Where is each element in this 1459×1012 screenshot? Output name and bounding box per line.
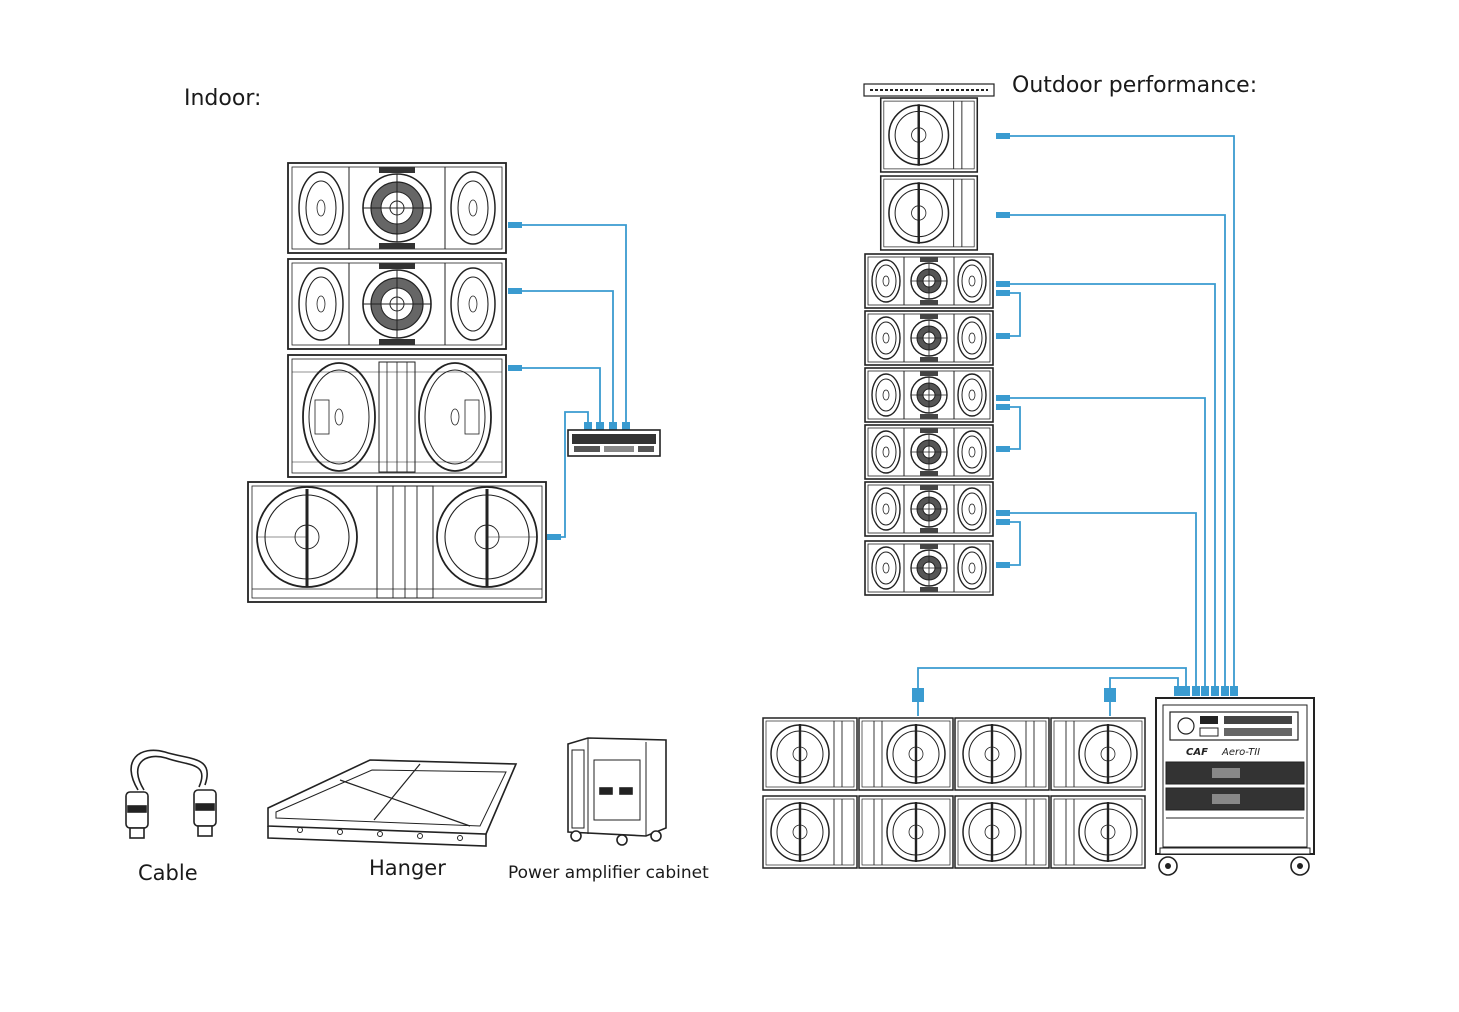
rack-icon: CAF Aero-TII bbox=[1155, 697, 1315, 876]
flight-case-icon bbox=[567, 737, 667, 846]
speaker-icon bbox=[864, 367, 994, 423]
speaker-icon bbox=[287, 258, 507, 350]
link-jumpers bbox=[1010, 292, 1021, 566]
subwoofer-icon bbox=[858, 794, 954, 870]
cable-icon bbox=[125, 749, 217, 839]
hanger-label: Hanger bbox=[369, 856, 446, 880]
cable-label: Cable bbox=[138, 861, 198, 885]
speaker-icon bbox=[864, 424, 994, 480]
amplifier-icon bbox=[567, 429, 661, 457]
indoor-label: Indoor: bbox=[184, 86, 262, 111]
subwoofer-icon bbox=[247, 481, 547, 603]
subwoofer-icon bbox=[1050, 716, 1146, 792]
cabinet-label: Power amplifier cabinet bbox=[508, 863, 709, 883]
speaker-icon bbox=[864, 253, 994, 309]
subwoofer-icon bbox=[954, 716, 1050, 792]
ground-subs bbox=[762, 716, 1146, 870]
indoor-connectors bbox=[508, 222, 561, 540]
rack-model: Aero-TII bbox=[1221, 747, 1260, 758]
outdoor-tower bbox=[863, 83, 995, 596]
rack-brand: CAF bbox=[1186, 747, 1208, 758]
indoor-plug-heads bbox=[584, 422, 630, 430]
subwoofer-icon bbox=[858, 716, 954, 792]
indoor-cables bbox=[522, 224, 627, 538]
subwoofer-icon bbox=[1050, 794, 1146, 870]
indoor-stack bbox=[247, 162, 547, 603]
outdoor-cables bbox=[917, 135, 1235, 690]
speaker-icon bbox=[864, 310, 994, 366]
outdoor-connectors bbox=[996, 133, 1010, 568]
hanger-icon bbox=[863, 83, 995, 97]
subwoofer-icon bbox=[954, 794, 1050, 870]
speaker-icon bbox=[864, 481, 994, 537]
subwoofer-icon bbox=[762, 716, 858, 792]
sub-plug-stems bbox=[917, 702, 1111, 716]
rack-plug-heads bbox=[912, 686, 1238, 702]
outdoor-label: Outdoor performance: bbox=[1012, 73, 1258, 98]
speaker-icon bbox=[287, 162, 507, 254]
speaker-icon bbox=[864, 540, 994, 596]
subwoofer-icon bbox=[762, 794, 858, 870]
hanger-icon bbox=[267, 759, 518, 847]
speaker-icon bbox=[287, 354, 507, 478]
subwoofer-icon bbox=[879, 97, 979, 173]
subwoofer-icon bbox=[879, 175, 979, 251]
